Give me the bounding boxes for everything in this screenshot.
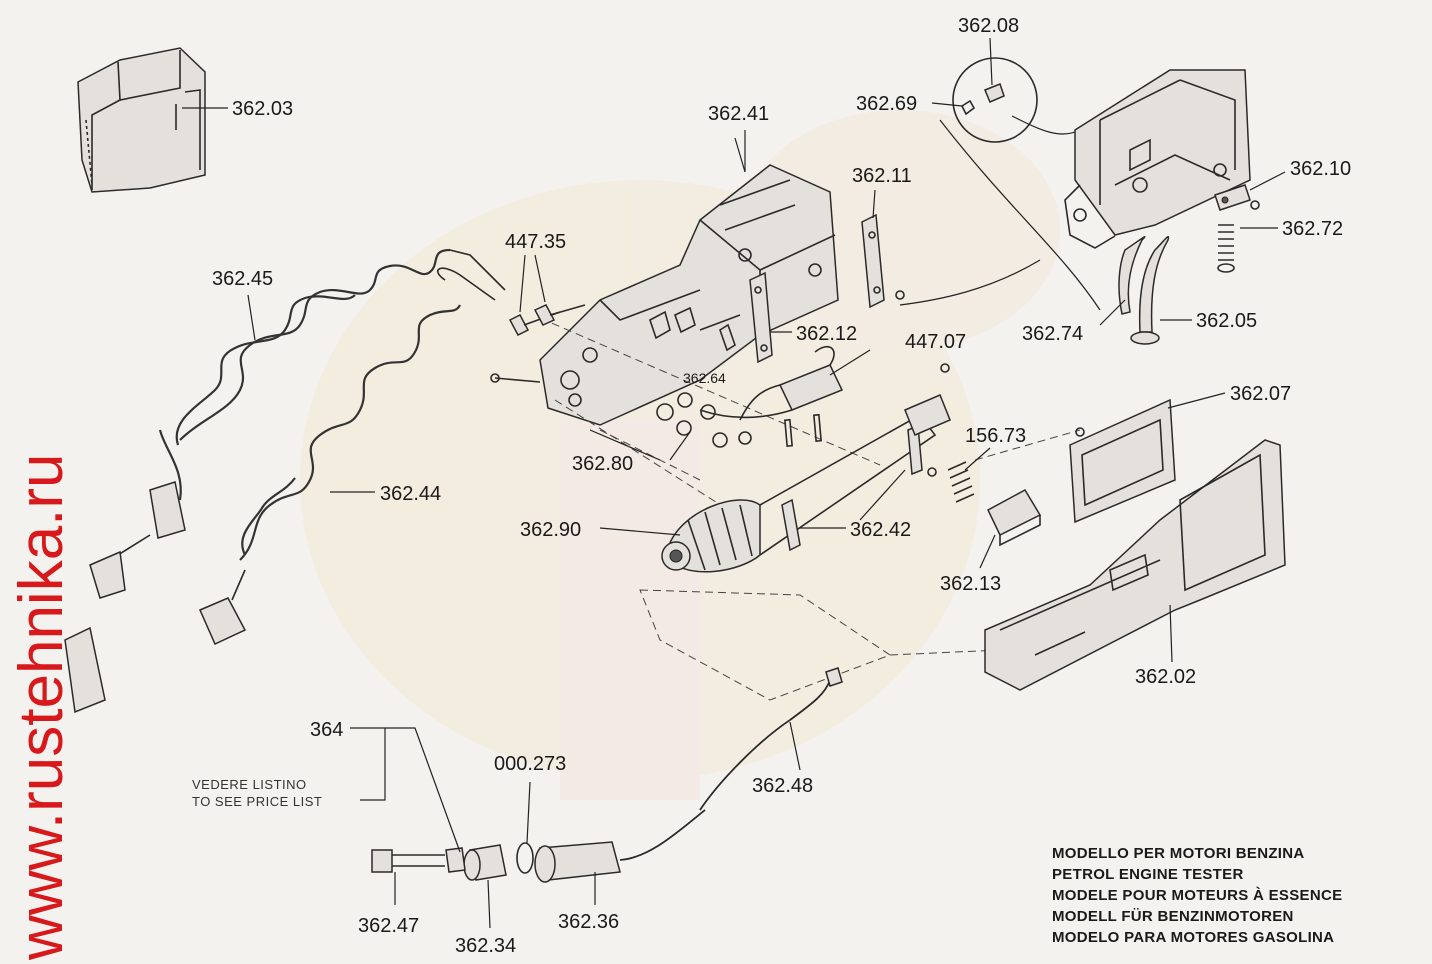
label-362-64: 362.64 [683, 370, 726, 386]
label-447-07: 447.07 [905, 331, 966, 353]
label-156-73: 156.73 [965, 425, 1026, 447]
part-362-11-bracket [861, 213, 905, 309]
part-362-05-hook [1130, 236, 1170, 345]
label-362-69: 362.69 [856, 93, 917, 115]
part-362-74-blade [1118, 236, 1146, 315]
part-000-273-oring [516, 842, 534, 874]
model-title-fr: MODELE POUR MOTEURS À ESSENCE [1052, 887, 1342, 904]
label-362-74: 362.74 [1022, 323, 1083, 345]
model-title-es: MODELO PARA MOTORES GASOLINA [1052, 929, 1334, 946]
part-362-44-coil-cable [199, 304, 461, 646]
label-362-36: 362.36 [558, 911, 619, 933]
label-362-44: 362.44 [380, 483, 441, 505]
label-000-273: 000.273 [494, 753, 566, 775]
model-title-block: MODELLO PER MOTORI BENZINA PETROL ENGINE… [1052, 845, 1342, 946]
part-362-07-frame [1069, 398, 1176, 524]
part-156-73-spring [927, 461, 975, 503]
label-362-47: 362.47 [358, 915, 419, 937]
label-362-13: 362.13 [940, 573, 1001, 595]
label-362-72: 362.72 [1282, 218, 1343, 240]
part-362-36-connector [534, 809, 706, 883]
label-362-48: 362.48 [752, 775, 813, 797]
part-362-45-coil-cable [64, 248, 506, 714]
background-print [300, 110, 1060, 800]
label-362-12: 362.12 [796, 323, 857, 345]
part-362-41-chassis [539, 164, 839, 426]
part-362-34-nut [463, 844, 507, 881]
part-447-35-screws [490, 304, 586, 383]
model-title-de: MODELL FÜR BENZINMOTOREN [1052, 908, 1294, 925]
part-362-10-plate [1214, 184, 1260, 211]
label-362-90: 362.90 [520, 519, 581, 541]
part-362-72-spring [1217, 224, 1235, 273]
part-362-42-strap [781, 363, 951, 552]
label-447-35: 447.35 [505, 231, 566, 253]
label-362-11: 362.11 [852, 165, 912, 187]
label-362-02: 362.02 [1135, 666, 1196, 688]
bracket-364 [350, 727, 461, 853]
part-362-48-hose [699, 667, 843, 811]
price-note-line1: VEDERE LISTINO [192, 777, 307, 792]
label-362-07: 362.07 [1230, 383, 1291, 405]
part-362-03-cap [77, 47, 206, 193]
part-362-80-grommets [656, 323, 752, 448]
model-title-it: MODELLO PER MOTORI BENZINA [1052, 845, 1305, 862]
part-362-13-block [987, 488, 1042, 547]
label-362-03: 362.03 [232, 98, 293, 120]
price-list-note: VEDERE LISTINO TO SEE PRICE LIST [192, 777, 322, 809]
part-362-90-barrel [661, 413, 937, 573]
part-362-02-cover [984, 439, 1286, 691]
label-362-45: 362.45 [212, 268, 273, 290]
part-enclosure-top-right [1064, 69, 1251, 249]
label-362-41: 362.41 [708, 103, 769, 125]
watermark-text: www.rustehnika.ru [7, 453, 76, 961]
label-362-05: 362.05 [1196, 310, 1257, 332]
label-364: 364 [310, 719, 343, 741]
part-labels: 362.08 362.03 362.41 362.69 362.11 362.1… [212, 15, 1351, 957]
label-362-80: 362.80 [572, 453, 633, 475]
part-362-12-plate [749, 271, 773, 364]
label-362-42: 362.42 [850, 519, 911, 541]
label-362-08: 362.08 [958, 15, 1019, 37]
model-title-en: PETROL ENGINE TESTER [1052, 866, 1244, 883]
label-362-34: 362.34 [455, 935, 516, 957]
part-447-07-switch [699, 346, 844, 447]
price-note-line2: TO SEE PRICE LIST [192, 794, 322, 809]
part-362-47-bolt [371, 847, 466, 873]
label-362-10: 362.10 [1290, 158, 1351, 180]
